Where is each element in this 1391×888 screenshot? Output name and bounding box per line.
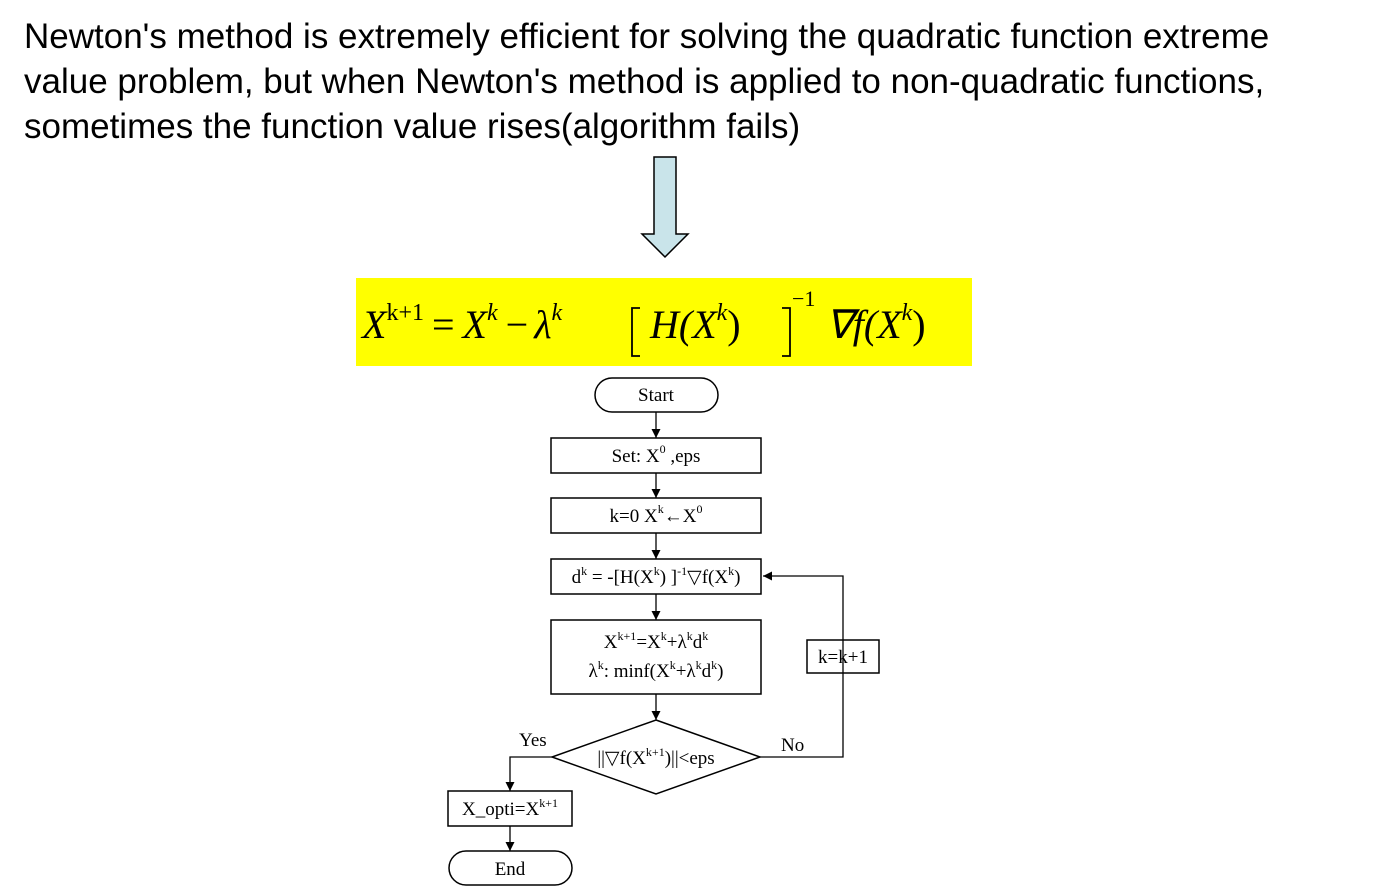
decision-label: ||▽f(Xk+1)||<eps (597, 745, 714, 769)
formula-grad-sup: k (902, 300, 913, 326)
formula-h-close: ) (727, 302, 740, 347)
formula-lambda: λ (533, 302, 551, 347)
formula-x-sup: k (487, 300, 498, 326)
increment-label: k=k+1 (818, 647, 868, 668)
intro-text: Newton's method is extremely efficient f… (24, 14, 1374, 149)
svg-text:Xk+1=Xk−λk: Xk+1=Xk−λk (360, 300, 563, 347)
formula-left-bracket (631, 307, 640, 357)
formula-grad: ∇f(X (826, 302, 903, 347)
start-label: Start (638, 385, 675, 406)
formula-grad-close: ) (912, 302, 925, 347)
update-line-2: λk: minf(Xk+λkdk) (589, 658, 724, 682)
down-arrow-icon (640, 156, 690, 259)
no-label: No (781, 735, 804, 756)
formula-right-bracket (782, 307, 791, 357)
formula-minus: − (506, 302, 529, 347)
svg-text:H(Xk): H(Xk) (649, 300, 741, 347)
update-line-1: Xk+1=Xk+λkdk (604, 629, 708, 653)
intro-line-3: sometimes the function value rises(algor… (24, 107, 801, 146)
direction-box (550, 558, 762, 595)
svg-text:∇f(Xk): ∇f(Xk) (826, 300, 926, 347)
formula-lambda-sup: k (552, 300, 563, 326)
formula-highlight (356, 278, 972, 366)
set-label: Set: X0 ,eps (612, 442, 701, 467)
update-box (550, 619, 762, 695)
formula-lhs: X (360, 302, 388, 347)
connector-no-loop (760, 571, 844, 758)
newton-iteration-formula: Xk+1=Xk−λk H(Xk) −1 ∇f(Xk) (356, 278, 972, 366)
yes-label: Yes (519, 730, 547, 751)
end-label: End (495, 859, 526, 880)
intro-line-1: Newton's method is extremely efficient f… (24, 17, 1270, 56)
init-label: k=0 Xk←X0 (610, 502, 703, 527)
direction-label: dk = -[H(Xk) ]-1▽f(Xk) (572, 564, 741, 588)
formula-eq: = (432, 302, 455, 347)
formula-h: H(X (649, 302, 718, 347)
formula-h-sup: k (717, 300, 728, 326)
formula-inverse: −1 (792, 286, 815, 311)
formula-lhs-sup: k+1 (386, 300, 424, 326)
connector-yes (505, 756, 552, 791)
result-label: X_opti=Xk+1 (462, 796, 558, 820)
convergence-decision (549, 719, 763, 795)
formula-x: X (461, 302, 489, 347)
intro-line-2: value problem, but when Newton's method … (24, 62, 1265, 101)
